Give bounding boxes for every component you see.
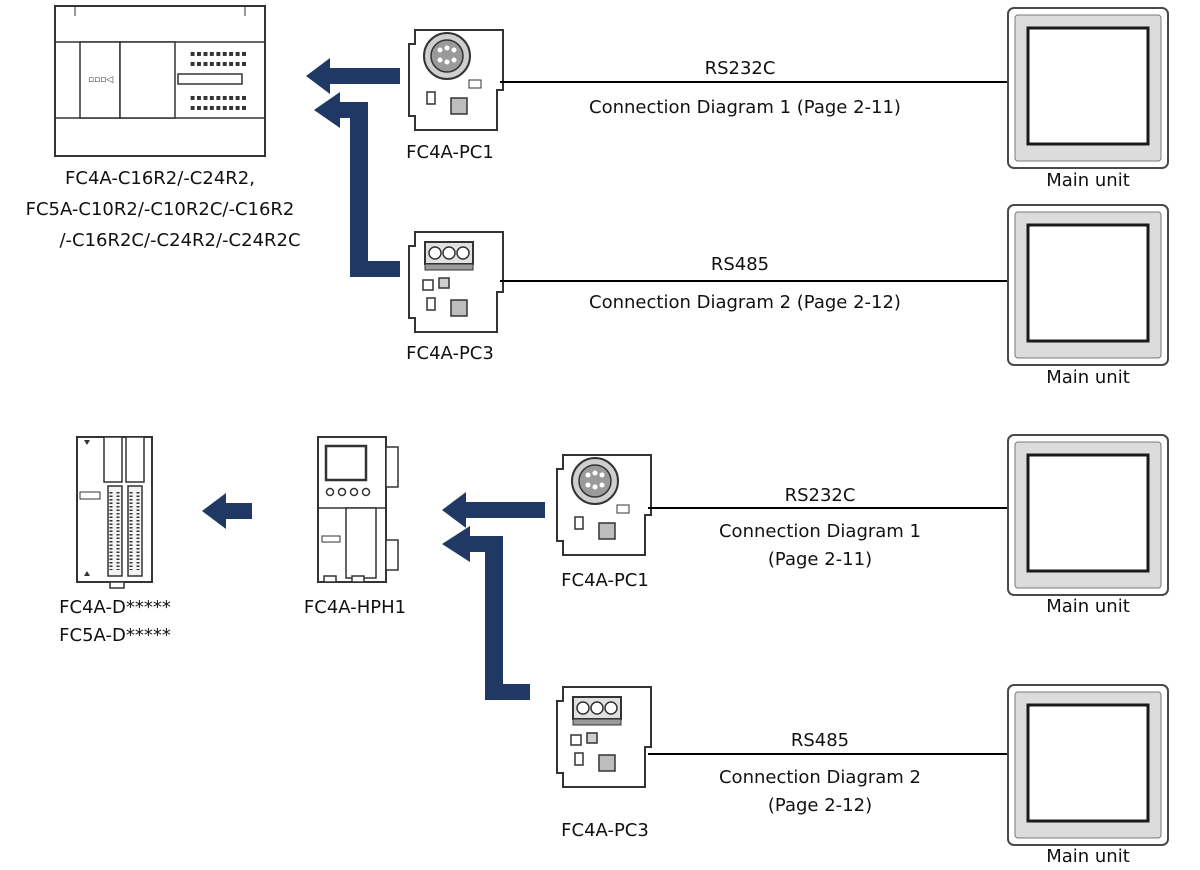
rs485-adapter-icon [556, 686, 652, 788]
rs232c-adapter-icon [408, 29, 504, 131]
touch-panel-icon [1006, 203, 1170, 367]
rs232c-adapter-icon [556, 454, 652, 556]
touch-panel-icon [1006, 683, 1170, 847]
svg-text:▪▪▪▪▪▪▪▪▪: ▪▪▪▪▪▪▪▪▪ [190, 49, 248, 58]
hph-label: FC4A-HPH1 [303, 597, 407, 618]
svg-text:▫▫▫◁: ▫▫▫◁ [88, 75, 113, 85]
protocol-label: RS485 [710, 254, 770, 275]
main-unit-label: Main unit [1046, 846, 1130, 867]
svg-text:▪▪▪▪▪▪▪▪▪: ▪▪▪▪▪▪▪▪▪ [190, 59, 248, 68]
main-unit-label: Main unit [1046, 367, 1130, 388]
main-unit-label: Main unit [1046, 596, 1130, 617]
arrow-to-slim-plc [202, 493, 252, 529]
connection-diagram-ref: (Page 2-12) [767, 795, 873, 816]
adapter-label: FC4A-PC1 [561, 570, 649, 591]
touch-panel-icon [1006, 6, 1170, 170]
slim-plc-label: FC5A-D***** [59, 625, 171, 646]
adapter-label: FC4A-PC1 [406, 142, 494, 163]
arrow-to-plc-rs232c [306, 58, 400, 94]
rs485-adapter-icon [408, 231, 504, 333]
main-unit-label: Main unit [1046, 170, 1130, 191]
connection-diagram-ref: Connection Diagram 1 (Page 2-11) [589, 97, 901, 118]
arrow-to-hph-rs485 [442, 526, 530, 700]
connection-diagram-ref: (Page 2-11) [767, 549, 873, 570]
connection-diagram-ref: Connection Diagram 2 [718, 767, 922, 788]
slim-plc-label: FC4A-D***** [59, 597, 171, 618]
hph-module-icon [317, 436, 399, 583]
plc-compact-unit-icon: ▫▫▫◁ ▪▪▪▪▪▪▪▪▪ ▪▪▪▪▪▪▪▪▪ ▪▪▪▪▪▪▪▪▪ ▪▪▪▪▪… [54, 5, 266, 157]
svg-text:▪▪▪▪▪▪▪▪▪: ▪▪▪▪▪▪▪▪▪ [190, 93, 248, 102]
protocol-label: RS485 [790, 730, 850, 751]
touch-panel-icon [1006, 433, 1170, 597]
plc-model-label: /-C16R2C/-C24R2/-C24R2C [59, 230, 301, 251]
plc-model-label: FC5A-C10R2/-C10R2C/-C16R2 [25, 199, 295, 220]
protocol-label: RS232C [784, 485, 856, 506]
adapter-label: FC4A-PC3 [561, 820, 649, 841]
svg-text:▪▪▪▪▪▪▪▪▪: ▪▪▪▪▪▪▪▪▪ [190, 103, 248, 112]
connection-diagram-ref: Connection Diagram 1 [718, 521, 922, 542]
arrow-to-plc-rs485 [314, 92, 400, 277]
connection-diagram-ref: Connection Diagram 2 (Page 2-12) [589, 292, 901, 313]
adapter-label: FC4A-PC3 [406, 343, 494, 364]
arrow-to-hph-rs232c [442, 492, 545, 528]
plc-slim-unit-icon [76, 436, 153, 589]
plc-model-label: FC4A-C16R2/-C24R2, [65, 168, 255, 189]
protocol-label: RS232C [704, 58, 776, 79]
